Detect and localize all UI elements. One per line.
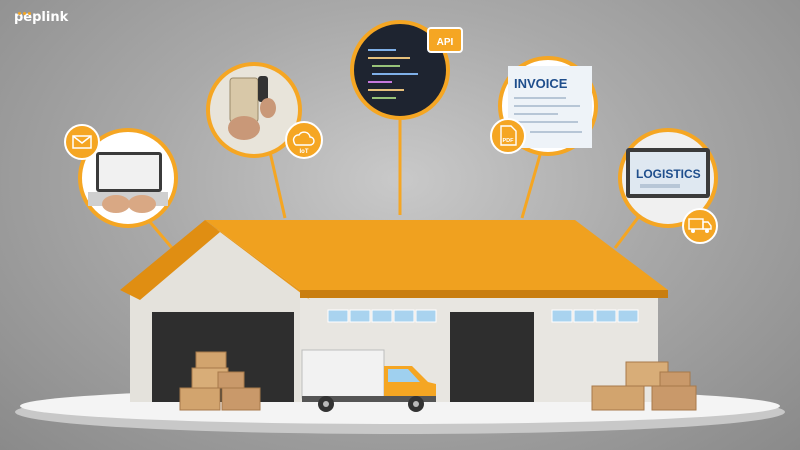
roof-ridge [205, 220, 310, 300]
delivery-truck [301, 349, 436, 412]
connector-lines [148, 117, 642, 249]
windows-middle [327, 309, 437, 323]
email-icon [64, 124, 100, 160]
api-label: API [437, 37, 454, 48]
roof-fascia [300, 290, 668, 298]
iot-label: IoT [300, 149, 309, 155]
bubble-mobile-iot: IoT [206, 62, 323, 159]
windows-right [551, 309, 639, 323]
boxes-left [179, 351, 261, 411]
bubble-invoice: INVOICE PDF [490, 56, 598, 156]
iot-cloud-icon [285, 121, 323, 159]
brand-name: peplink [14, 10, 69, 25]
logistics-title: LOGISTICS [636, 167, 701, 181]
bubble-email [64, 124, 178, 228]
boxes-right [591, 361, 697, 411]
bubble-logistics: LOGISTICS [618, 128, 718, 244]
truck-icon [682, 208, 718, 244]
api-icon [427, 27, 463, 53]
logo-dots [18, 4, 33, 19]
pdf-icon [490, 118, 526, 154]
roof-main [205, 220, 668, 290]
pdf-label: PDF [503, 138, 515, 144]
roof-edge-left [120, 220, 220, 300]
loading-door-right [450, 312, 534, 402]
invoice-title: INVOICE [514, 76, 568, 91]
brand-logo: peplink [14, 10, 68, 25]
bubble-api: API [350, 20, 463, 120]
